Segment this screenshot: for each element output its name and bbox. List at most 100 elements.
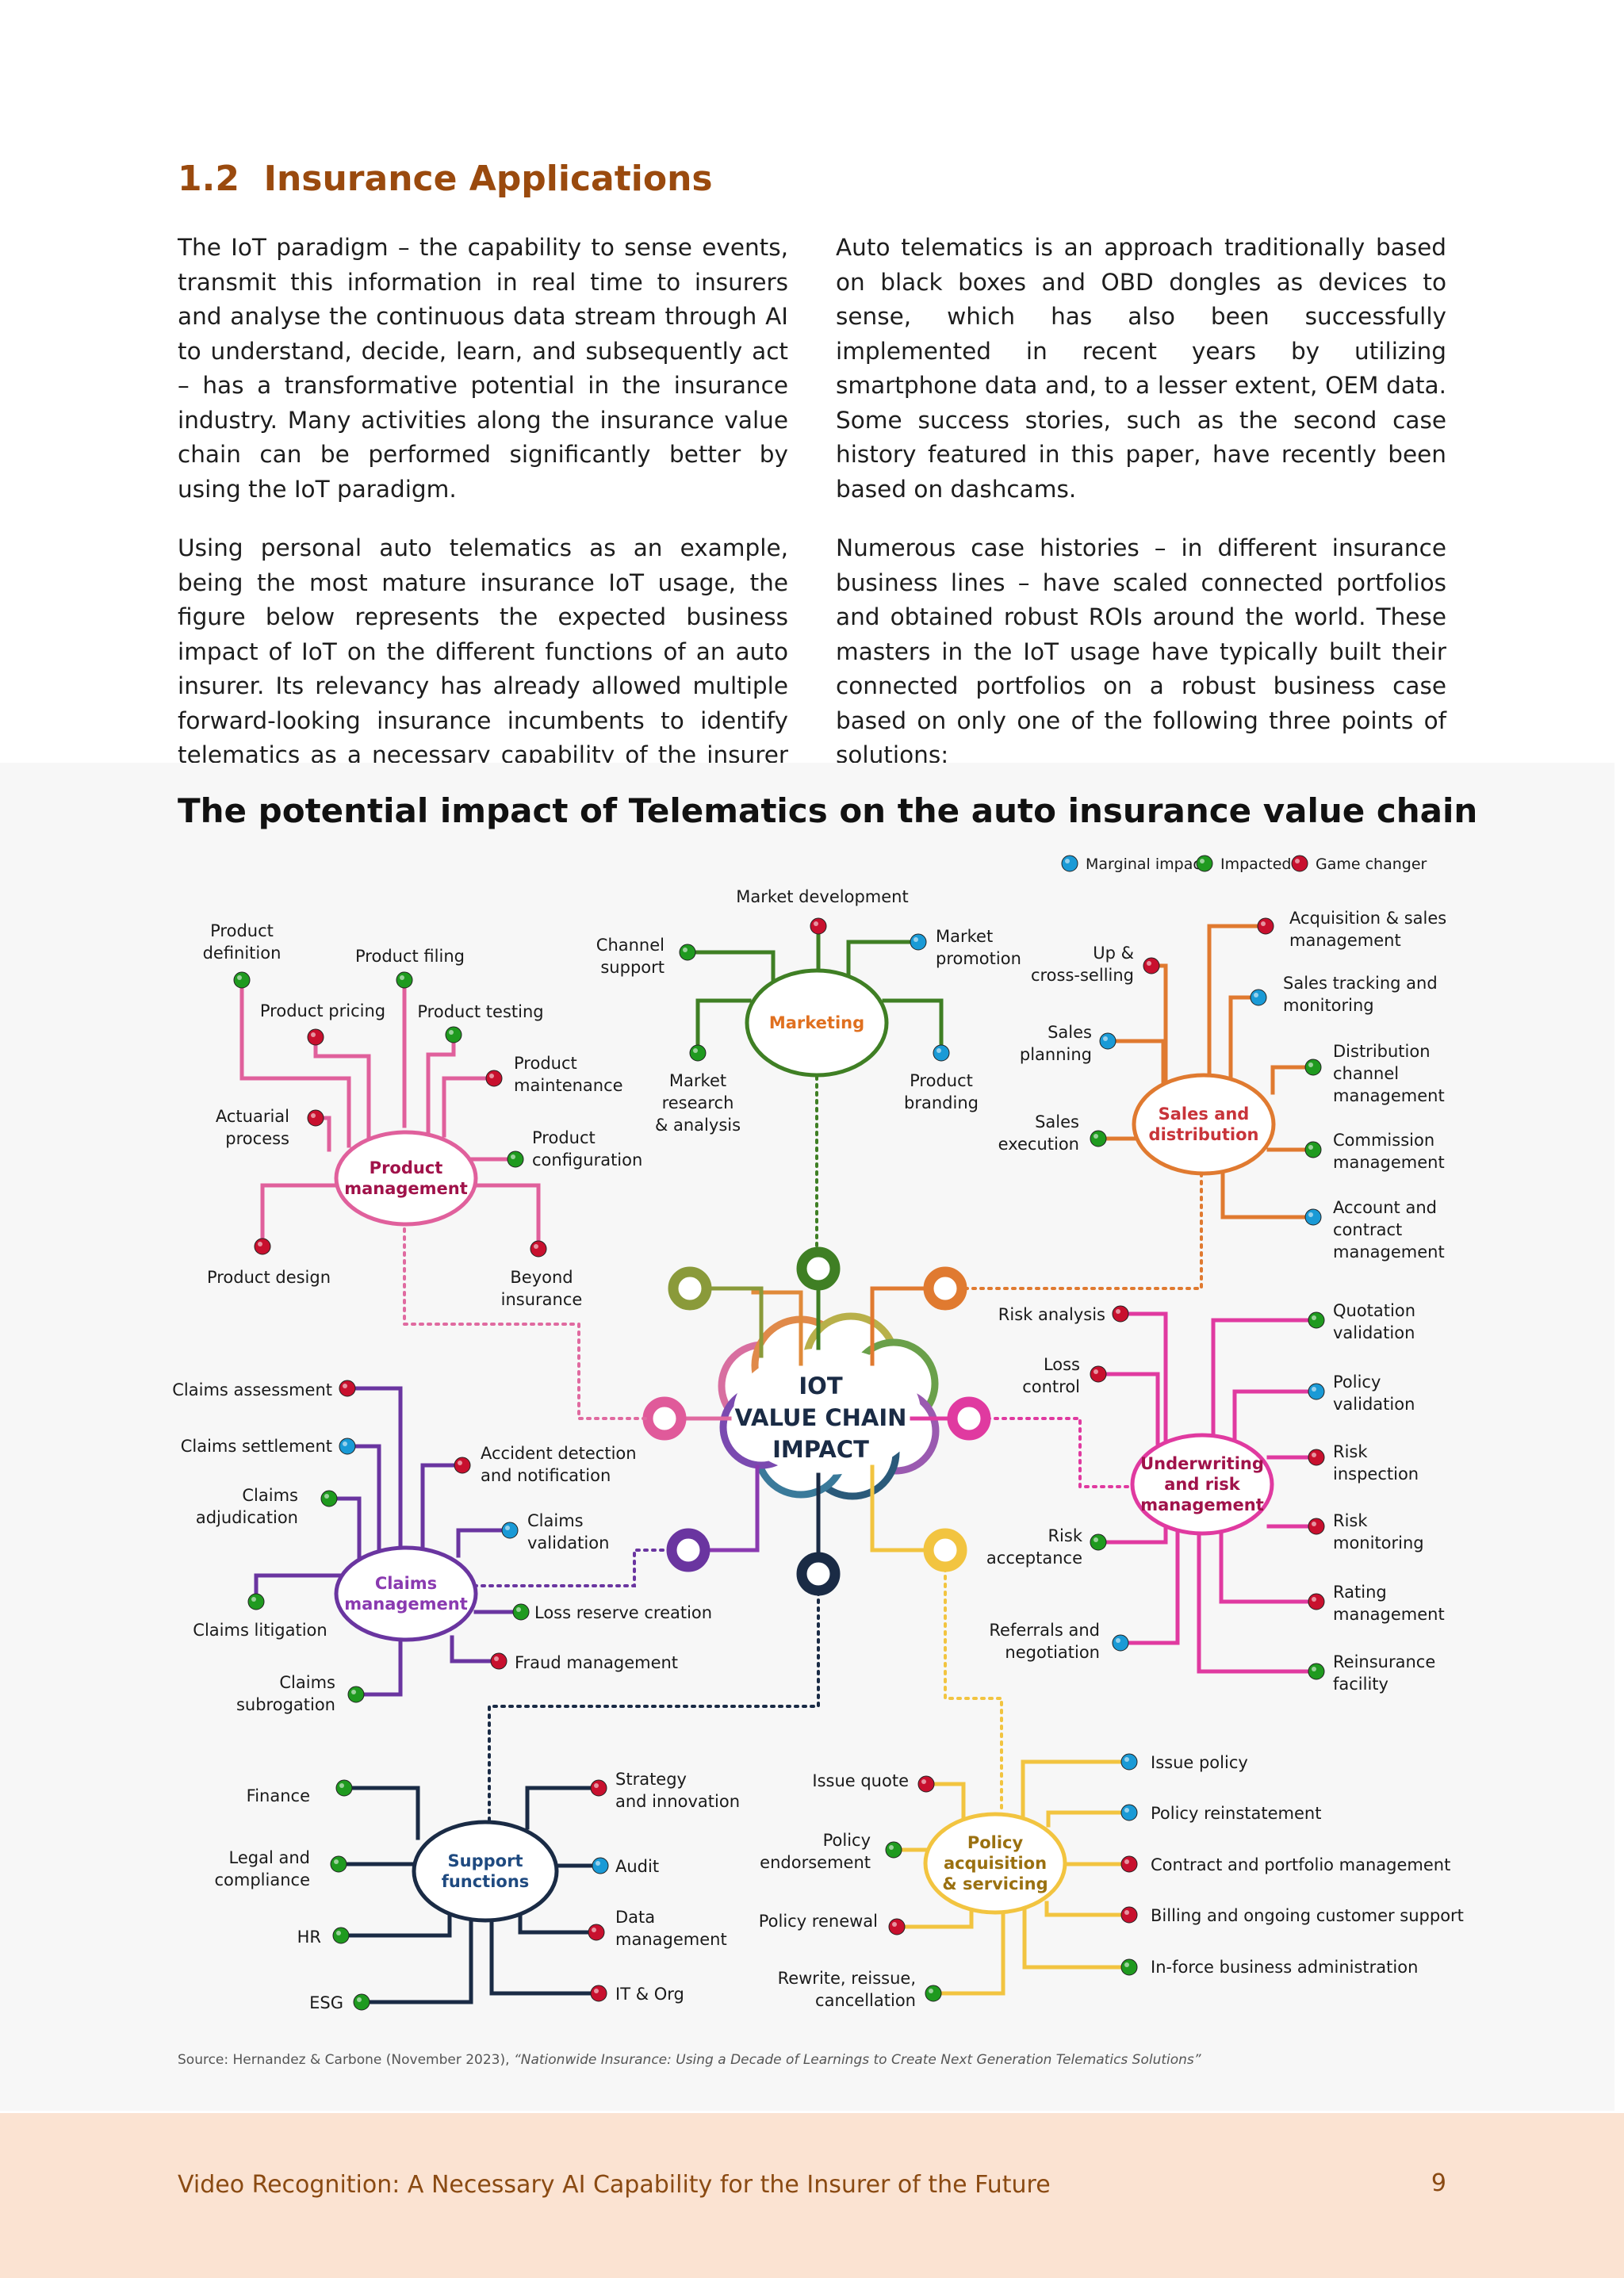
hub-support: [412, 1820, 559, 1923]
impact-dot-highlight: [1308, 1212, 1313, 1217]
dotted-link: [473, 1549, 672, 1587]
label-line: management: [615, 1930, 727, 1949]
label-line: Acquisition & sales: [1289, 909, 1446, 928]
label-line: Product: [514, 1054, 577, 1073]
ring-product: [642, 1396, 687, 1441]
branch-line: [882, 998, 944, 1055]
label-line: Referrals and: [989, 1621, 1100, 1640]
hub-claims: [334, 1545, 478, 1642]
impact-dot-highlight: [592, 1928, 596, 1932]
impact-dot-highlight: [258, 1242, 262, 1246]
hub-sales: [1132, 1073, 1276, 1176]
impact-dot-highlight: [1308, 1062, 1313, 1067]
label-line: Risk: [1048, 1526, 1082, 1545]
left-column: The IoT paradigm – the capability to sen…: [178, 231, 788, 832]
impact-dot-impacted: [1090, 1533, 1107, 1551]
impact-dot-marginal: [933, 1044, 950, 1062]
diagram-label: Loss reserve creation: [534, 1603, 712, 1622]
label-line: contract: [1333, 1220, 1402, 1239]
label-line: Policy: [1333, 1373, 1381, 1392]
diagram-label: Contract and portfolio management: [1151, 1855, 1450, 1874]
impact-dot-impacted: [347, 1686, 365, 1703]
impact-dot-game: [590, 1779, 607, 1797]
cloud-connector: [870, 1464, 948, 1552]
label-line: definition: [203, 944, 282, 963]
branch-line: [1022, 1909, 1132, 1970]
diagram-label: Fraud management: [515, 1653, 678, 1672]
impact-dot-highlight: [1261, 921, 1266, 926]
impact-dot-impacted: [353, 1993, 370, 2011]
hub-underwriting: [1130, 1433, 1274, 1536]
branch-line: [1219, 1528, 1319, 1604]
paragraph: Numerous case histories – in different i…: [836, 534, 1446, 768]
label-line: acquisition: [944, 1854, 1047, 1873]
label-line: Risk: [1333, 1442, 1368, 1461]
impact-dot-impacted: [689, 1044, 707, 1062]
impact-dot-highlight: [596, 1861, 600, 1866]
branch-line: [1270, 1065, 1316, 1095]
impact-dot-game: [1090, 1365, 1107, 1383]
impact-dot-highlight: [1308, 1145, 1313, 1150]
branch-line: [342, 1786, 420, 1840]
impact-dot-highlight: [334, 1859, 339, 1864]
label-line: Game changer: [1316, 856, 1427, 873]
label-line: Product pricing: [260, 1001, 385, 1020]
hub-product: [334, 1130, 478, 1227]
diagram-label: Product design: [207, 1268, 331, 1287]
footer-band: [0, 2113, 1624, 2278]
label-line: branding: [904, 1093, 979, 1112]
impact-dot-marginal: [1112, 1634, 1129, 1652]
impact-dot-highlight: [534, 1244, 538, 1249]
cloud-connector: [688, 1286, 764, 1358]
label-line: & analysis: [655, 1116, 741, 1135]
branch-line: [525, 1786, 601, 1830]
branch-line: [239, 978, 351, 1148]
label-line: and innovation: [615, 1792, 740, 1811]
label-line: Actuarial: [216, 1107, 289, 1126]
impact-dot-highlight: [683, 948, 688, 952]
label-line: Loss: [1044, 1355, 1080, 1374]
impact-dot-highlight: [1200, 859, 1205, 863]
impact-dot-highlight: [449, 1030, 454, 1035]
label-line: Sales tracking and: [1283, 974, 1438, 993]
label-line: Policy renewal: [759, 1912, 878, 1931]
branch-line: [1197, 1531, 1319, 1674]
label-line: monitoring: [1283, 996, 1374, 1015]
impact-dot-game: [1308, 1449, 1325, 1466]
label-line: Support: [448, 1851, 523, 1870]
label-line: Risk: [1333, 1511, 1368, 1530]
branch-line: [327, 1496, 362, 1560]
impact-dot-highlight: [1124, 1859, 1129, 1864]
impact-dot-impacted: [330, 1855, 347, 1873]
branch-line: [313, 1035, 371, 1144]
impact-dot-highlight: [1312, 1315, 1316, 1320]
label-line: research: [662, 1093, 734, 1112]
label-line: HR: [297, 1928, 321, 1947]
impact-dot-game: [917, 1775, 935, 1793]
impact-dot-highlight: [1116, 1309, 1120, 1314]
label-line: Accident detection: [481, 1444, 637, 1463]
impact-dot-game: [307, 1109, 324, 1127]
branch-line: [1105, 1039, 1166, 1089]
cloud-connector: [870, 1286, 948, 1366]
impact-dot-highlight: [889, 1845, 894, 1850]
label-line: management: [344, 1179, 468, 1198]
label-line: adjudication: [196, 1508, 298, 1527]
impact-dot-highlight: [1312, 1667, 1316, 1671]
label-line: IT & Org: [615, 1985, 684, 2004]
impact-dot-highlight: [489, 1074, 494, 1078]
label-line: endorsement: [760, 1853, 871, 1872]
legend-label: Game changer: [1316, 856, 1427, 873]
impact-dot-highlight: [1124, 1808, 1129, 1813]
impact-dot-highlight: [1312, 1387, 1316, 1392]
impact-dot-game: [588, 1924, 605, 1941]
label-line: & servicing: [942, 1874, 1048, 1893]
